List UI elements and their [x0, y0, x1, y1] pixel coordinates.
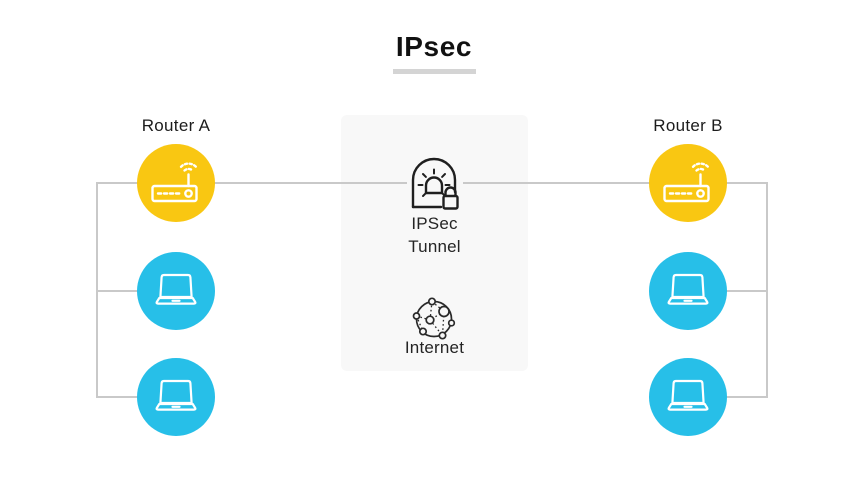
tunnel-label: IPSec Tunnel: [341, 213, 528, 259]
laptop-node-left-2: [137, 358, 215, 436]
connector-line: [96, 396, 138, 398]
internet-globe-icon: [409, 293, 459, 343]
connector-line: [463, 182, 650, 184]
connector-line: [726, 290, 768, 292]
laptop-icon: [663, 270, 713, 312]
router-a-node: [137, 144, 215, 222]
laptop-icon: [663, 376, 713, 418]
laptop-icon: [151, 376, 201, 418]
laptop-node-right-1: [649, 252, 727, 330]
tunnel-panel: [341, 115, 528, 371]
wireless-router-icon: [662, 162, 714, 204]
tunnel-lock-icon: [404, 152, 464, 214]
laptop-icon: [151, 270, 201, 312]
title-underline: [393, 69, 476, 74]
connector-line: [96, 182, 138, 184]
tunnel-label-line1: IPSec: [411, 214, 458, 233]
router-a-label: Router A: [141, 116, 211, 135]
connector-line: [96, 290, 138, 292]
connector-line: [726, 182, 768, 184]
laptop-node-right-2: [649, 358, 727, 436]
internet-label: Internet: [404, 338, 465, 357]
wireless-router-icon: [150, 162, 202, 204]
laptop-node-left-1: [137, 252, 215, 330]
router-b-node: [649, 144, 727, 222]
router-b-label: Router B: [653, 116, 723, 135]
tunnel-label-line2: Tunnel: [408, 236, 461, 256]
connector-line: [214, 182, 407, 184]
page-title: IPsec: [395, 31, 473, 62]
connector-line: [726, 396, 768, 398]
